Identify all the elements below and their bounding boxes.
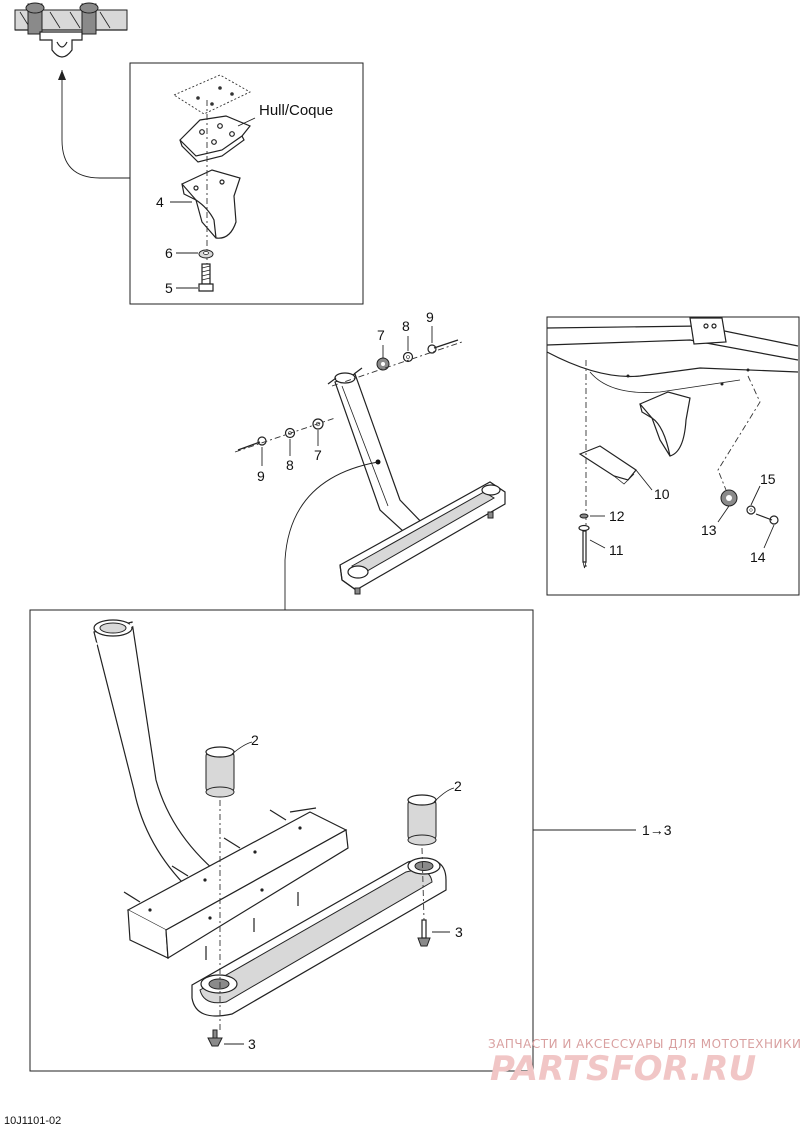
boarding-step-assembly — [327, 367, 506, 595]
hull-underside-drawing — [546, 317, 799, 457]
bracket-detail-box — [129, 62, 364, 305]
callout-6: 6 — [165, 245, 173, 261]
callout-7-right: 7 — [377, 327, 385, 343]
angle-bracket-part — [126, 807, 349, 960]
washer-part-12 — [579, 513, 589, 519]
spacer-part-13 — [720, 489, 738, 507]
callout-11: 11 — [609, 542, 624, 558]
callout-4: 4 — [156, 194, 164, 210]
fasteners-right-7-8-9 — [376, 339, 459, 371]
watermark-logo: PARTSFOR.RU — [490, 1049, 756, 1089]
callout-14: 14 — [750, 549, 766, 565]
bumper-part-2-right — [407, 794, 437, 846]
hull-section-detail — [14, 2, 128, 58]
step-exploded-box — [29, 609, 534, 1072]
screw-part-14 — [755, 513, 779, 525]
screw-part-5 — [198, 263, 214, 292]
washer-part-6 — [198, 249, 214, 259]
callout-9-left: 9 — [257, 468, 265, 484]
callout-5: 5 — [165, 280, 173, 296]
arrow-head-icon — [58, 70, 66, 80]
backing-plate — [179, 115, 251, 163]
callout-12: 12 — [609, 508, 625, 524]
callout-15: 15 — [760, 471, 776, 487]
callout-2-right: 2 — [454, 778, 462, 794]
callout-1-to-3: 1→3 — [642, 822, 672, 838]
callout-3-left: 3 — [248, 1036, 256, 1052]
callout-8-left: 8 — [286, 457, 294, 473]
rivet-part-11 — [578, 524, 590, 569]
bumper-part-2-left — [205, 746, 235, 798]
callout-7-left: 7 — [314, 447, 322, 463]
callout-10: 10 — [654, 486, 670, 502]
hull-plate-drawing — [173, 74, 251, 115]
washer-part-15 — [746, 505, 756, 515]
callout-8-right: 8 — [402, 318, 410, 334]
step-footplate-part — [191, 857, 447, 1017]
screw-set-bracket — [123, 809, 299, 960]
foot-part-3-left — [207, 1029, 223, 1047]
foot-part-3-right — [417, 919, 431, 947]
reference-code: 10J1101-02 — [4, 1115, 61, 1127]
hull-detail-leader — [61, 70, 130, 179]
hull-mount-detail-box — [546, 316, 800, 596]
callout-3-right: 3 — [455, 924, 463, 940]
guard-part-10 — [578, 445, 637, 485]
callout-9-right: 9 — [426, 309, 434, 325]
bracket-part — [181, 169, 241, 239]
step-tube-part — [82, 618, 228, 897]
callout-13: 13 — [701, 522, 717, 538]
watermark-caption: ЗАПЧАСТИ И АКСЕССУАРЫ ДЛЯ МОТОТЕХНИКИ — [488, 1037, 800, 1051]
fasteners-left-7-8-9 — [237, 418, 324, 451]
label-hull: Hull/Coque — [259, 102, 333, 119]
assembly-detail-leader — [284, 461, 379, 610]
callout-2-left: 2 — [251, 732, 259, 748]
